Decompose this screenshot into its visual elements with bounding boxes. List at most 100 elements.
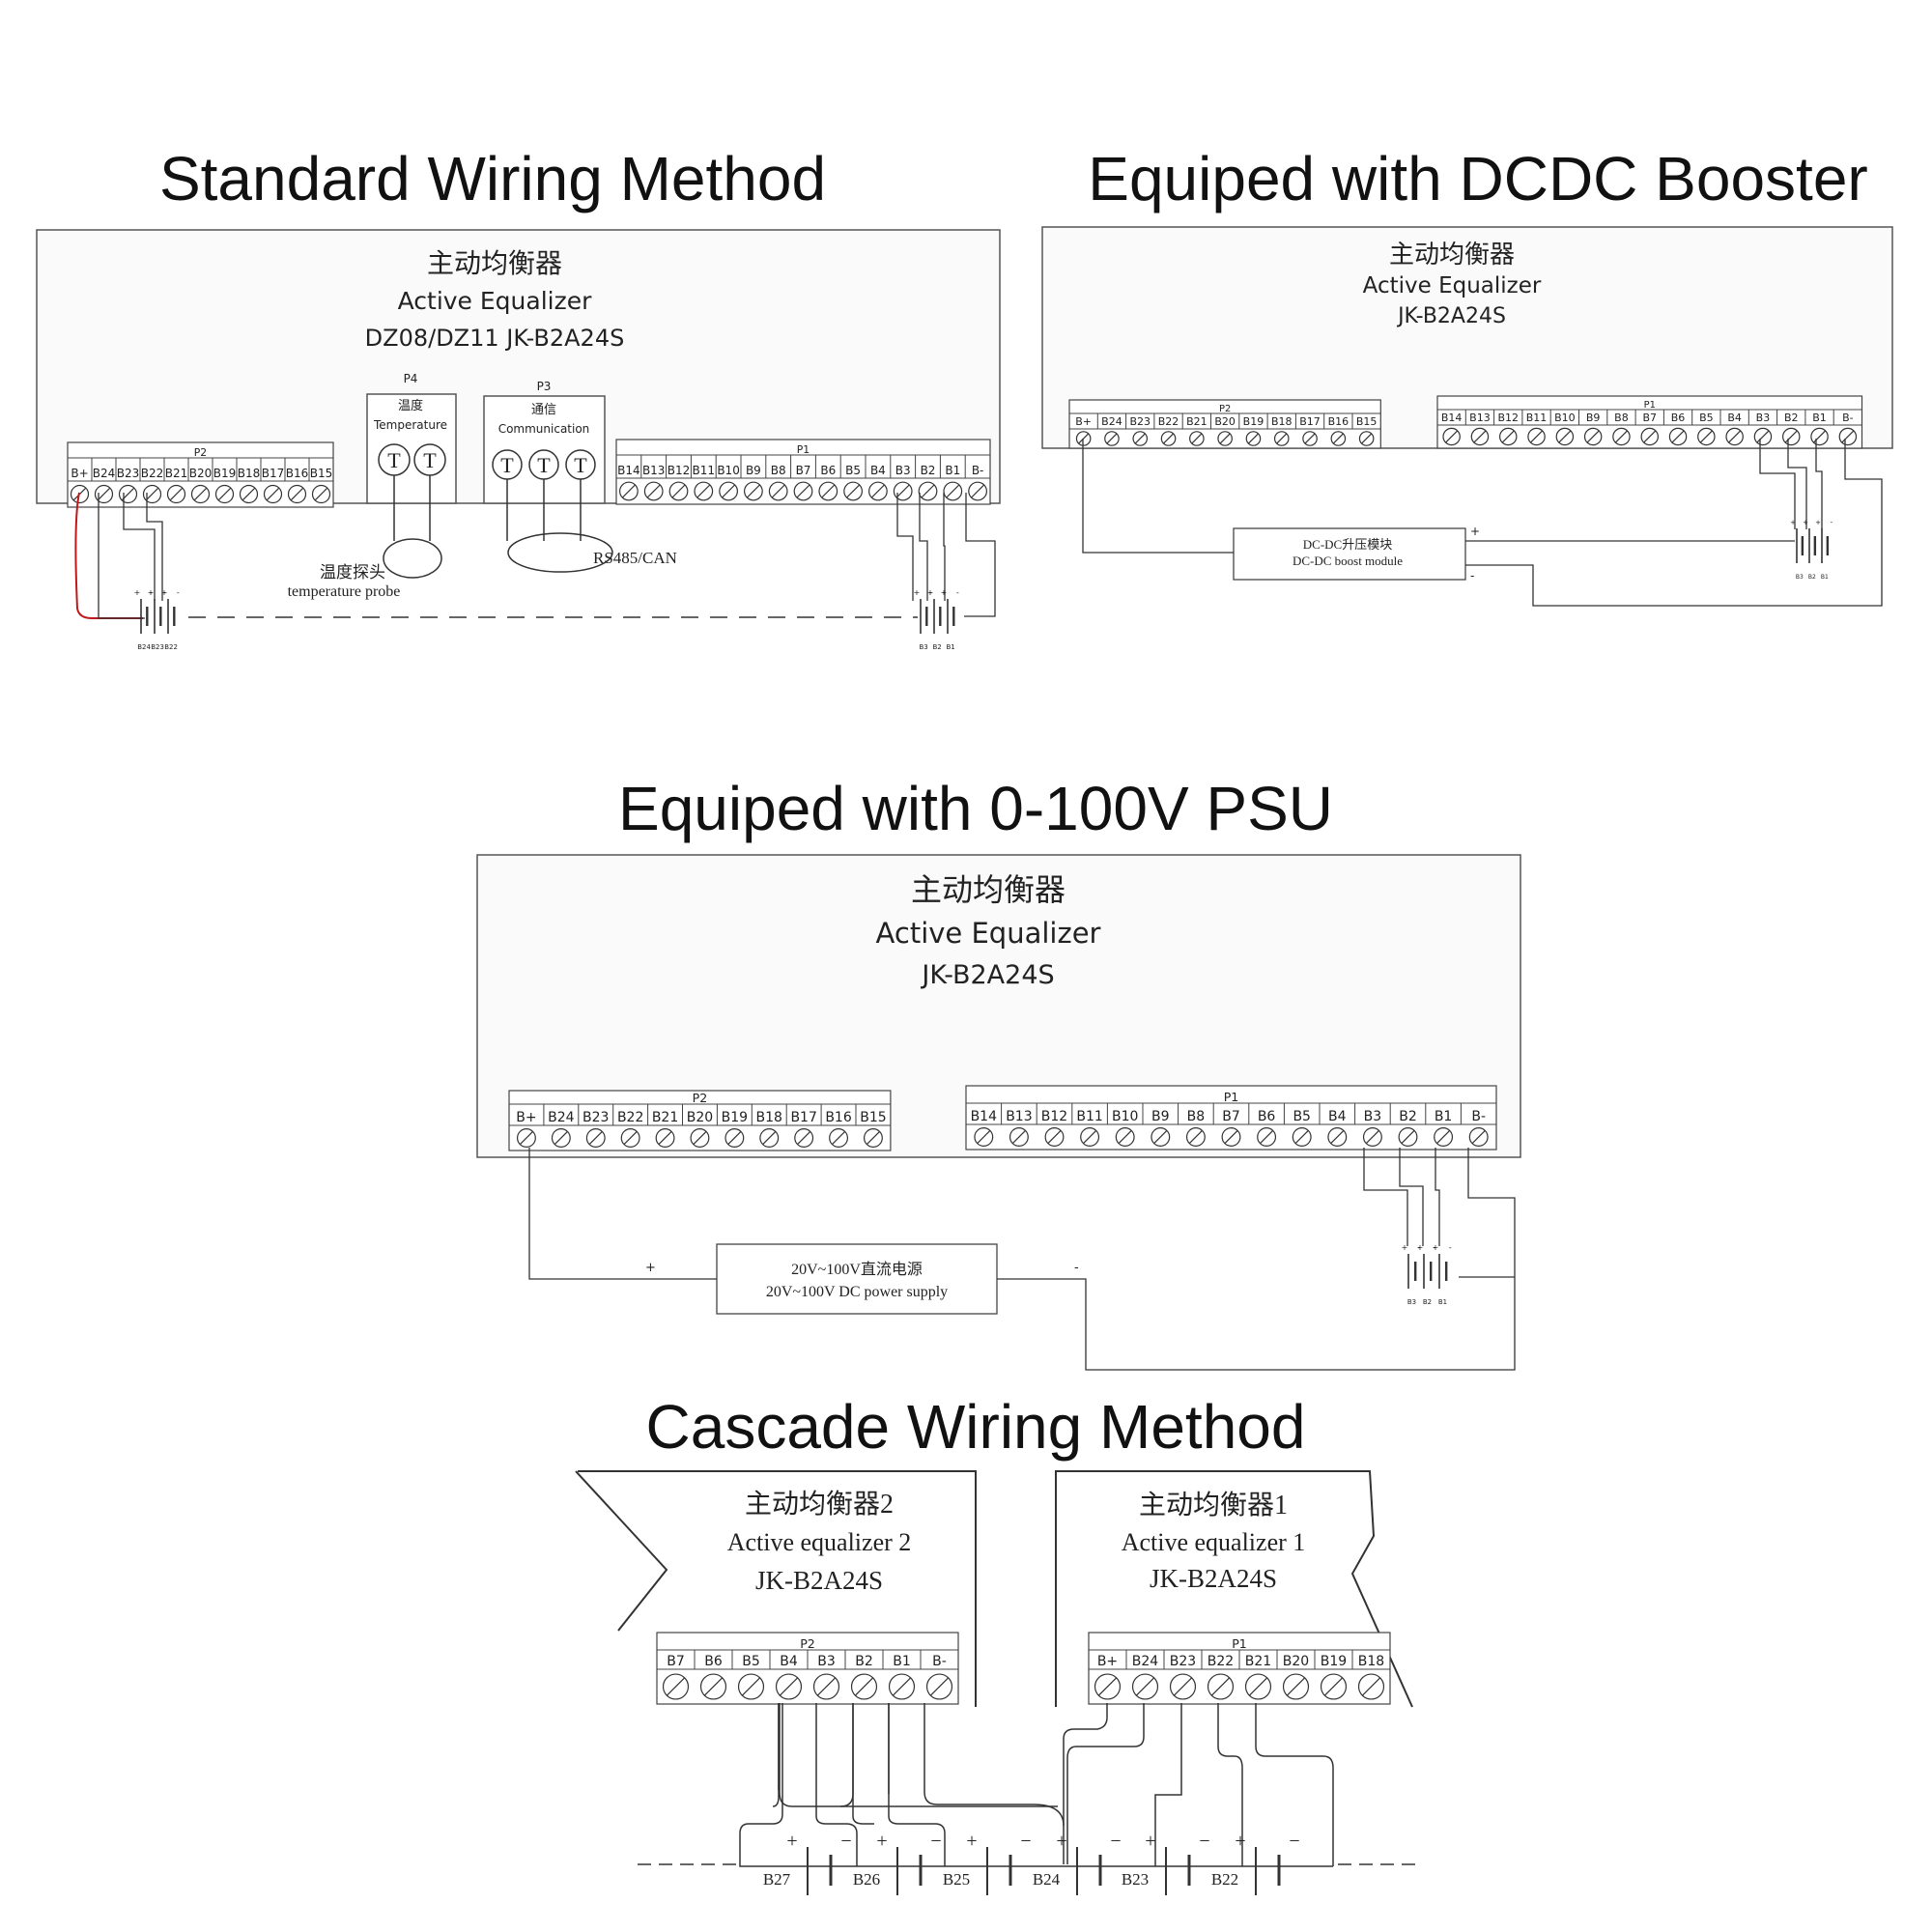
- dcdc-cn-name: 主动均衡器: [1389, 241, 1515, 269]
- psu-model: JK-B2A24S: [920, 960, 1054, 990]
- terminal-label: B13: [1006, 1109, 1032, 1124]
- cascade-cell-minus: −: [930, 1831, 941, 1852]
- cell-label: B3: [919, 643, 927, 651]
- terminal-label: B18: [1358, 1654, 1384, 1669]
- psu-plus-label: +: [645, 1261, 656, 1275]
- cascade-eq1-outline: [1055, 1470, 1413, 1708]
- cascade-title: Cascade Wiring Method: [645, 1392, 1306, 1462]
- standard-p3-t2: T: [537, 453, 551, 477]
- cascade-cell-minus: −: [840, 1831, 851, 1852]
- psu-battery: +-B3+-B2+-B1: [1402, 1243, 1452, 1306]
- terminal-label: B10: [717, 464, 740, 477]
- standard-p3-cn: 通信: [531, 402, 556, 416]
- terminal-label: B24: [93, 467, 116, 480]
- psu-supply-cn: 20V~100V直流电源: [791, 1261, 923, 1278]
- terminal-label: B22: [1158, 415, 1179, 428]
- terminal-label: B17: [790, 1110, 816, 1125]
- terminal-label: B12: [1041, 1109, 1067, 1124]
- terminal-label: B14: [971, 1109, 998, 1124]
- terminal-label: B23: [1170, 1654, 1196, 1669]
- psu-cn-name: 主动均衡器: [911, 872, 1065, 907]
- dc-p2-port-label: P2: [1219, 404, 1231, 414]
- terminal-label: B1: [1435, 1109, 1453, 1124]
- terminal-label: B5: [845, 464, 861, 477]
- terminal-label: B6: [1671, 412, 1686, 424]
- cascade-cell-label: B24: [1033, 1870, 1061, 1889]
- cascade-cell-plus: +: [1145, 1831, 1155, 1852]
- terminal-label: B8: [1614, 412, 1629, 424]
- standard-right-wires: [896, 493, 996, 617]
- cascade-cell-label: B26: [853, 1870, 880, 1889]
- cell-label: B24: [137, 643, 151, 651]
- cell-minus: -: [1449, 1243, 1452, 1252]
- terminal-label: B7: [1642, 412, 1657, 424]
- cascade-wires: [739, 1703, 1334, 1867]
- terminal-label: B18: [238, 467, 261, 480]
- terminal-label: B4: [870, 464, 886, 477]
- terminal-label: B16: [1328, 415, 1350, 428]
- psu-wires: [528, 1148, 1516, 1371]
- standard-p3-t1: T: [500, 453, 514, 477]
- terminal-label: B22: [1208, 1654, 1234, 1669]
- cell-label: B1: [1438, 1298, 1447, 1306]
- cell-plus: +: [1803, 519, 1808, 526]
- terminal-label: B23: [1129, 415, 1151, 428]
- cell-label: B1: [1821, 574, 1829, 581]
- cell-label: B22: [164, 643, 178, 651]
- standard-title: Standard Wiring Method: [158, 144, 827, 213]
- terminal-label: B9: [1586, 412, 1601, 424]
- terminal-label: B4: [780, 1654, 798, 1669]
- standard-red-wire: [74, 492, 143, 619]
- std-p2-port-label: P2: [194, 446, 207, 459]
- terminal-label: B2: [855, 1654, 873, 1669]
- terminal-label: B8: [771, 464, 786, 477]
- terminal-label: B8: [1187, 1109, 1206, 1124]
- standard-section: 主动均衡器 Active Equalizer DZ08/DZ11 JK-B2A2…: [36, 229, 1001, 651]
- cascade-cell-minus: −: [1289, 1831, 1299, 1852]
- terminal-label: B7: [796, 464, 811, 477]
- terminal-label: B5: [1699, 412, 1714, 424]
- psu-power-supply: [716, 1243, 998, 1315]
- cascade-cell-plus: +: [786, 1831, 797, 1852]
- dcdc-module-cn: DC-DC升压模块: [1303, 537, 1392, 552]
- terminal-label: B19: [213, 467, 237, 480]
- terminal-label: B24: [1132, 1654, 1159, 1669]
- cell-minus: -: [929, 588, 932, 597]
- cell-label: B1: [946, 643, 954, 651]
- terminal-label: B10: [1112, 1109, 1138, 1124]
- standard-p4-t2: T: [423, 448, 437, 472]
- cascade-cell-plus: +: [876, 1831, 887, 1852]
- cell-plus: +: [161, 588, 168, 597]
- terminal-label: B6: [1258, 1109, 1276, 1124]
- terminal-label: B11: [693, 464, 716, 477]
- dc-p1-port-label: P1: [1644, 400, 1656, 411]
- terminal-label: B+: [1097, 1654, 1118, 1669]
- cell-minus: -: [1805, 519, 1808, 526]
- terminal-label: B22: [617, 1110, 643, 1125]
- dcdc-en-name: Active Equalizer: [1363, 273, 1542, 298]
- cell-plus: +: [927, 588, 934, 597]
- cell-plus: +: [914, 588, 921, 597]
- dcdc-model: JK-B2A24S: [1396, 304, 1506, 328]
- terminal-label: B13: [642, 464, 666, 477]
- standard-left-battery: +-B24+-B23+-B22: [134, 588, 180, 651]
- terminal-label: B11: [1526, 412, 1548, 424]
- terminal-label: B12: [668, 464, 691, 477]
- cascade-eq1-cn: 主动均衡器1: [1139, 1490, 1288, 1520]
- cascade-cell-label: B23: [1122, 1870, 1149, 1889]
- terminal-label: B18: [756, 1110, 782, 1125]
- terminal-label: B6: [704, 1654, 723, 1669]
- terminal-label: B3: [817, 1654, 836, 1669]
- cascade-cell-minus: −: [1020, 1831, 1031, 1852]
- terminal-label: B2: [921, 464, 936, 477]
- terminal-label: B3: [1364, 1109, 1382, 1124]
- standard-cn-name: 主动均衡器: [427, 248, 562, 279]
- cascade-cell-label: B25: [943, 1870, 970, 1889]
- cell-label: B23: [151, 643, 164, 651]
- standard-probe-wires: [383, 475, 613, 579]
- cascade-eq1-model: JK-B2A24S: [1150, 1564, 1277, 1593]
